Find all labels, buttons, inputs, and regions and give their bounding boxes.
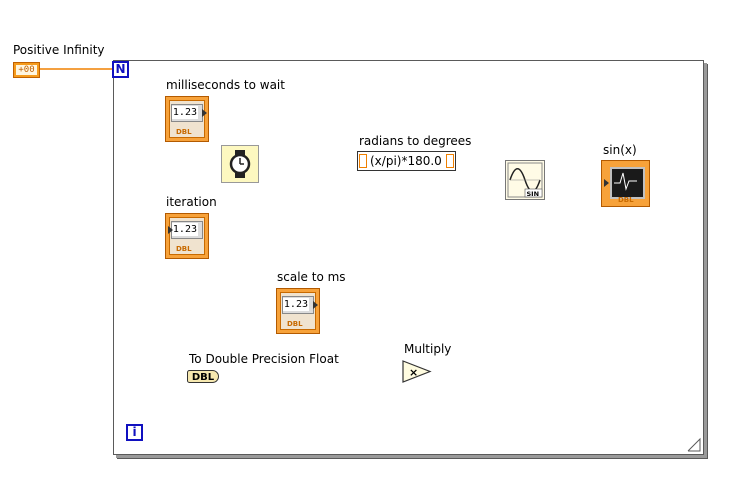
sine-function[interactable]: SIN xyxy=(505,160,545,200)
loop-count-terminal[interactable]: N xyxy=(112,61,129,78)
loop-resize-corner[interactable] xyxy=(686,437,701,452)
positive-infinity-value: +00 xyxy=(16,65,37,75)
loop-iteration-terminal[interactable]: i xyxy=(126,424,143,441)
sinx-chart-indicator[interactable]: DBL xyxy=(601,160,650,207)
formula-output-terminal[interactable] xyxy=(446,154,454,168)
iteration-indicator[interactable]: 1.23 DBL xyxy=(165,213,209,259)
sine-label: SIN xyxy=(527,190,540,198)
to-double-function[interactable]: DBL xyxy=(187,370,219,383)
input-arrow-icon xyxy=(168,226,173,234)
multiply-label: Multiply xyxy=(404,342,452,356)
formula-input-terminal[interactable] xyxy=(359,154,367,168)
output-arrow-icon xyxy=(202,109,207,117)
ms-wait-value: 1.23 xyxy=(171,106,198,119)
input-arrow-icon xyxy=(604,179,609,187)
to-double-label: To Double Precision Float xyxy=(189,352,339,366)
scale-to-ms-label: scale to ms xyxy=(277,270,346,284)
for-loop-structure[interactable] xyxy=(113,60,704,455)
wait-ms-function[interactable] xyxy=(221,145,259,183)
ms-wait-type: DBL xyxy=(176,128,192,136)
scale-value: 1.23 xyxy=(282,298,309,311)
output-arrow-icon xyxy=(313,301,318,309)
formula-node[interactable]: (x/pi)*180.0 xyxy=(357,151,456,171)
sinx-label: sin(x) xyxy=(603,143,637,157)
formula-expression: (x/pi)*180.0 xyxy=(370,154,442,168)
ms-wait-control[interactable]: 1.23 DBL xyxy=(165,96,209,142)
iteration-value: 1.23 xyxy=(171,223,198,236)
iteration-label: iteration xyxy=(166,195,217,209)
sine-wave-icon: SIN xyxy=(507,162,543,198)
wristwatch-icon xyxy=(229,150,251,178)
scale-type: DBL xyxy=(287,320,303,328)
multiply-symbol: × xyxy=(409,366,418,379)
waveform-chart-icon xyxy=(610,167,645,199)
sinx-type: DBL xyxy=(618,196,634,204)
positive-infinity-label: Positive Infinity xyxy=(13,43,105,57)
scale-to-ms-control[interactable]: 1.23 DBL xyxy=(276,288,320,334)
ms-wait-label: milliseconds to wait xyxy=(166,78,285,92)
positive-infinity-constant[interactable]: +00 xyxy=(13,62,40,78)
radians-to-degrees-label: radians to degrees xyxy=(359,134,472,148)
iteration-type: DBL xyxy=(176,245,192,253)
multiply-function[interactable]: × xyxy=(402,360,432,384)
